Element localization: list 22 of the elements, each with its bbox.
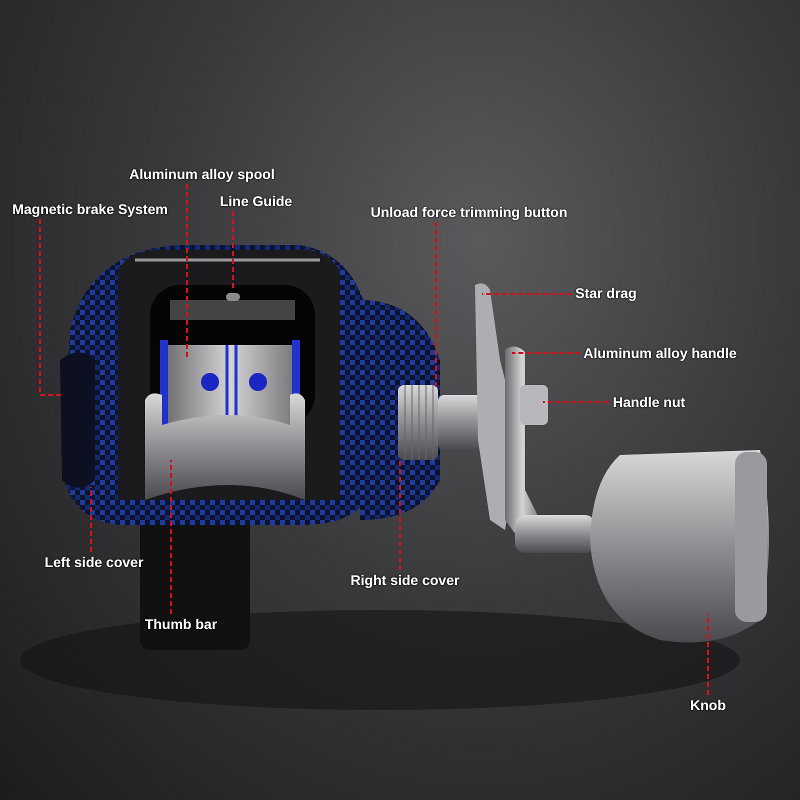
part-label: Handle nut	[612, 394, 686, 410]
part-label: Star drag	[575, 285, 637, 301]
part-label: Aluminum alloy handle	[583, 345, 737, 361]
part-label: Aluminum alloy spool	[129, 166, 275, 182]
leader-line	[39, 219, 62, 396]
part-label: Magnetic brake System	[12, 201, 168, 217]
leader-line	[707, 614, 709, 695]
leader-line	[512, 352, 580, 354]
leader-line	[543, 401, 609, 403]
part-label: Knob	[690, 697, 726, 713]
leader-line	[186, 184, 188, 360]
leader-line	[399, 461, 401, 570]
leader-line	[232, 211, 234, 288]
part-label: Thumb bar	[144, 616, 218, 632]
leader-line	[435, 222, 437, 387]
leader-line	[90, 487, 92, 552]
leader-line	[170, 460, 172, 614]
part-label: Unload force trimming button	[370, 204, 568, 220]
part-label: Right side cover	[350, 572, 460, 588]
leader-line	[482, 293, 572, 295]
part-label: Left side cover	[44, 554, 144, 570]
part-label: Line Guide	[220, 193, 292, 209]
